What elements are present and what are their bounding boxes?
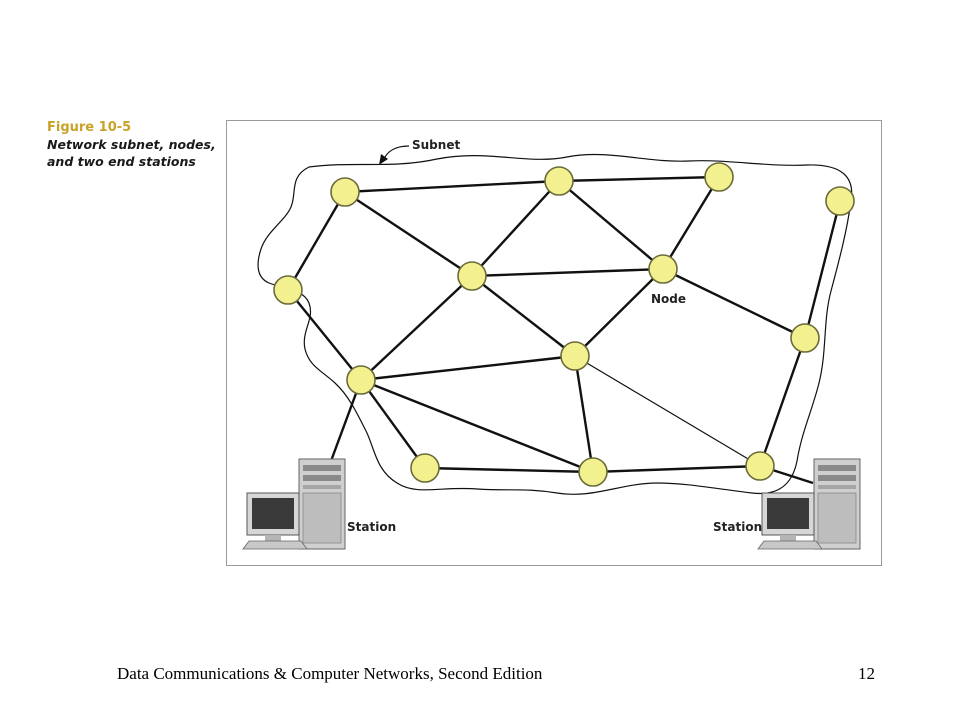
link	[471, 180, 560, 277]
link	[558, 180, 664, 270]
network-diagram-frame: Subnet	[226, 120, 882, 566]
link	[360, 379, 426, 469]
link	[661, 176, 721, 270]
station-left-computer-icon	[242, 458, 346, 550]
link	[344, 190, 473, 278]
subnet-arrowhead	[379, 154, 388, 165]
node	[825, 186, 855, 216]
node	[578, 457, 608, 487]
node	[330, 177, 360, 207]
network-nodes	[273, 162, 855, 487]
node	[704, 162, 734, 192]
node	[346, 365, 376, 395]
subnet-label: Subnet	[412, 138, 460, 152]
link-thin	[574, 355, 761, 467]
link	[360, 354, 576, 382]
page-number: 12	[858, 664, 875, 683]
station-right-computer-icon	[757, 458, 861, 550]
node	[457, 261, 487, 291]
figure-number: Figure 10-5	[47, 120, 132, 135]
link	[573, 355, 595, 473]
link	[360, 378, 594, 474]
node	[790, 323, 820, 353]
link	[758, 337, 807, 467]
node	[544, 166, 574, 196]
node	[273, 275, 303, 305]
link	[286, 191, 347, 291]
node	[745, 451, 775, 481]
link	[471, 275, 576, 357]
link	[803, 200, 842, 339]
footer-title: Data Communications & Computer Networks,…	[117, 664, 543, 683]
figure-title-line1: Network subnet, nodes,	[47, 137, 216, 152]
link	[662, 267, 806, 340]
figure-title-line2: and two end stations	[47, 154, 196, 169]
node-label: Node	[651, 292, 686, 306]
link	[287, 289, 362, 381]
subnet-boundary	[257, 153, 853, 495]
network-links	[286, 175, 842, 485]
station-right-label: Station	[713, 520, 762, 534]
node	[648, 254, 678, 284]
node	[410, 453, 440, 483]
figure-caption: Figure 10-5 Network subnet, nodes, and t…	[47, 119, 222, 170]
link	[574, 268, 664, 357]
node	[560, 341, 590, 371]
network-diagram: Subnet	[242, 138, 861, 550]
station-left-label: Station	[347, 520, 396, 534]
link	[424, 466, 594, 474]
link	[360, 275, 473, 381]
link	[344, 179, 560, 194]
link	[558, 175, 720, 183]
link	[592, 464, 761, 474]
link	[471, 267, 664, 278]
